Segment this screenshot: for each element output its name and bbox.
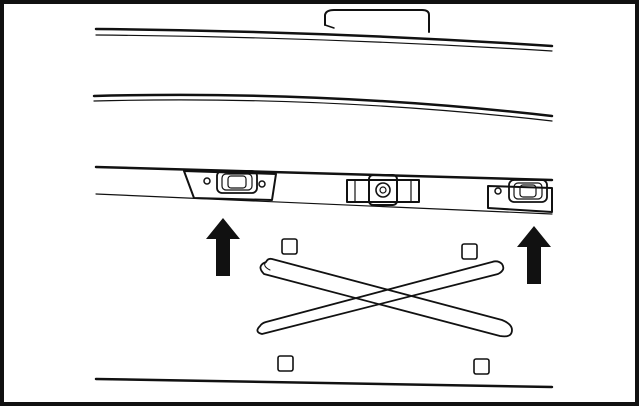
left-up-arrow-icon [206, 218, 240, 276]
top-handle-piece [324, 9, 430, 33]
middle-trim-lines [92, 93, 554, 122]
center-camera-housing [346, 174, 420, 206]
bottom-body-line [94, 377, 554, 389]
upper-body-lines [94, 27, 554, 52]
right-license-lamp-housing [487, 179, 553, 213]
right-up-arrow-icon [517, 226, 551, 284]
plate-mount-squares [277, 238, 490, 375]
lamp-strip [94, 165, 554, 215]
license-plate-x-indent [256, 257, 513, 338]
liftgate-illustration [92, 9, 554, 389]
left-license-lamp-housing [183, 170, 277, 201]
